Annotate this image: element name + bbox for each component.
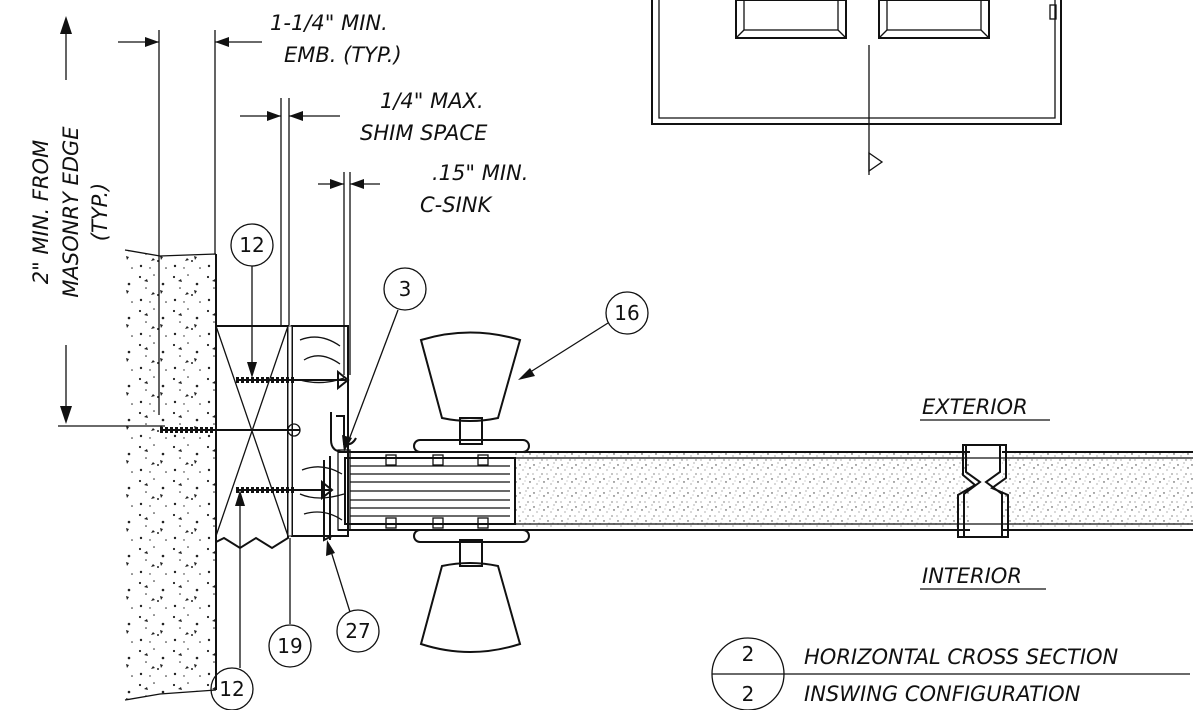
callout-19: 19 bbox=[277, 634, 302, 658]
title-line2: INSWING CONFIGURATION bbox=[804, 682, 1081, 706]
door-elevation-inset bbox=[651, 0, 1062, 175]
callouts: 12 3 16 12 19 27 bbox=[210, 223, 649, 710]
side-labels: EXTERIOR INTERIOR bbox=[920, 395, 1050, 590]
callout-3-bubble bbox=[383, 267, 427, 311]
exterior-label: EXTERIOR bbox=[922, 395, 1028, 419]
detail-number: 2 bbox=[742, 642, 755, 666]
embedment-dim-line2: EMB. (TYP.) bbox=[284, 43, 402, 67]
callout-12-top: 12 bbox=[239, 233, 264, 257]
callout-16-bubble bbox=[605, 291, 649, 335]
edge-dim-line3: (TYP.) bbox=[88, 183, 112, 242]
masonry-wall bbox=[124, 249, 217, 701]
dimension-lines bbox=[58, 16, 380, 427]
sheet-number: 2 bbox=[742, 682, 755, 706]
fasteners bbox=[160, 369, 350, 501]
callout-19-bubble bbox=[268, 624, 312, 668]
edge-dim-line1: 2" MIN. FROM bbox=[29, 140, 53, 284]
callout-12-bottom-bubble bbox=[210, 667, 254, 710]
callout-27: 27 bbox=[345, 619, 370, 643]
shim-dim-line1: 1/4" MAX. bbox=[380, 89, 484, 113]
embedment-dim-line1: 1-1/4" MIN. bbox=[270, 11, 388, 35]
shim-dim-line2: SHIM SPACE bbox=[360, 121, 488, 145]
edge-dim-line2: MASONRY EDGE bbox=[59, 126, 83, 298]
door-slab bbox=[338, 444, 1193, 538]
callout-27-bubble bbox=[336, 609, 380, 653]
csink-dim-line2: C-SINK bbox=[420, 193, 493, 217]
callout-12-bottom: 12 bbox=[219, 677, 244, 701]
section-arrow-icon bbox=[868, 151, 884, 173]
wood-buck bbox=[215, 325, 349, 550]
door-frame bbox=[323, 412, 357, 542]
dimension-texts: 1-1/4" MIN. EMB. (TYP.) 1/4" MAX. SHIM S… bbox=[29, 11, 528, 298]
callout-12-top-bubble bbox=[230, 223, 274, 267]
interior-label: INTERIOR bbox=[922, 564, 1022, 588]
title-line1: HORIZONTAL CROSS SECTION bbox=[804, 645, 1119, 669]
callout-3: 3 bbox=[399, 277, 412, 301]
detail-title-block: 2 2 HORIZONTAL CROSS SECTION INSWING CON… bbox=[711, 637, 1190, 710]
csink-dim-line1: .15" MIN. bbox=[432, 161, 528, 185]
door-hardware bbox=[413, 331, 530, 653]
callout-16: 16 bbox=[614, 301, 639, 325]
